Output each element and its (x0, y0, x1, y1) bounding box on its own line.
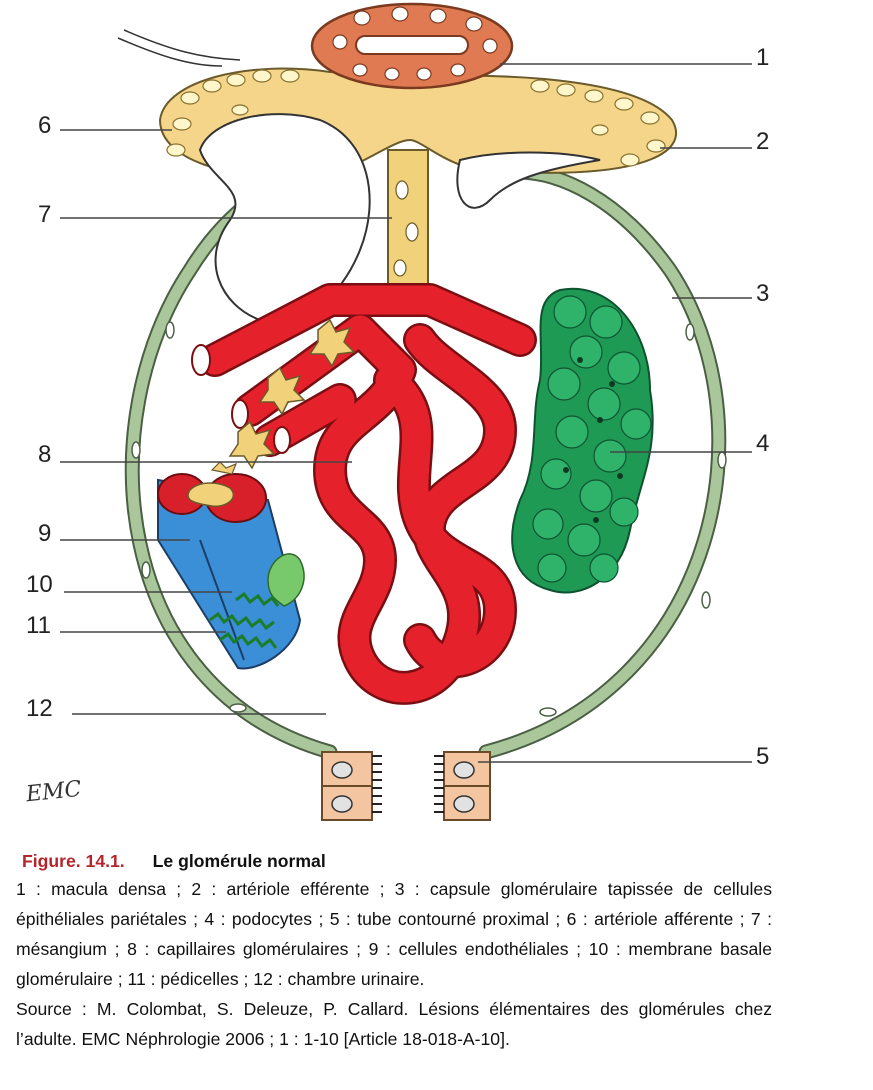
proximal-tubule (321, 751, 491, 821)
label-8: 8 (38, 441, 51, 468)
label-2: 2 (756, 128, 769, 155)
number-labels: 1 2 3 4 5 6 7 8 9 10 11 12 (26, 44, 769, 770)
figure-caption: Figure. 14.1. Le glomérule normal 1 : mac… (16, 848, 772, 1054)
figure-title: Le glomérule normal (152, 851, 326, 871)
capillary-section (157, 461, 305, 670)
label-12: 12 (26, 695, 53, 722)
label-3: 3 (756, 280, 769, 307)
nerve-fiber (117, 37, 223, 67)
glomerulus-diagram: 1 2 3 4 5 6 7 8 9 10 11 12 EMC (24, 2, 769, 821)
glomerular-capillaries (191, 283, 537, 705)
leader-lines (60, 63, 752, 763)
emc-logo: EMC (24, 777, 83, 808)
caption-title-line: Figure. 14.1. Le glomérule normal (22, 848, 772, 874)
caption-source: Source : M. Colombat, S. Deleuze, P. Cal… (16, 999, 772, 1049)
label-11: 11 (26, 612, 51, 639)
caption-legend: 1 : macula densa ; 2 : artériole efféren… (16, 879, 772, 989)
label-9: 9 (38, 520, 51, 547)
mesangial-cells (228, 318, 356, 470)
mesangium (387, 149, 429, 296)
label-1: 1 (756, 44, 769, 71)
label-5: 5 (756, 743, 769, 770)
nerve-fiber-2 (123, 29, 241, 61)
label-7: 7 (38, 201, 51, 228)
macula-densa (310, 2, 514, 90)
label-10: 10 (26, 571, 53, 598)
arteriole-walls (158, 67, 678, 323)
label-6: 6 (38, 112, 51, 139)
label-4: 4 (756, 430, 769, 457)
podocytes (511, 287, 654, 594)
figure-number: Figure. 14.1. (22, 851, 125, 871)
